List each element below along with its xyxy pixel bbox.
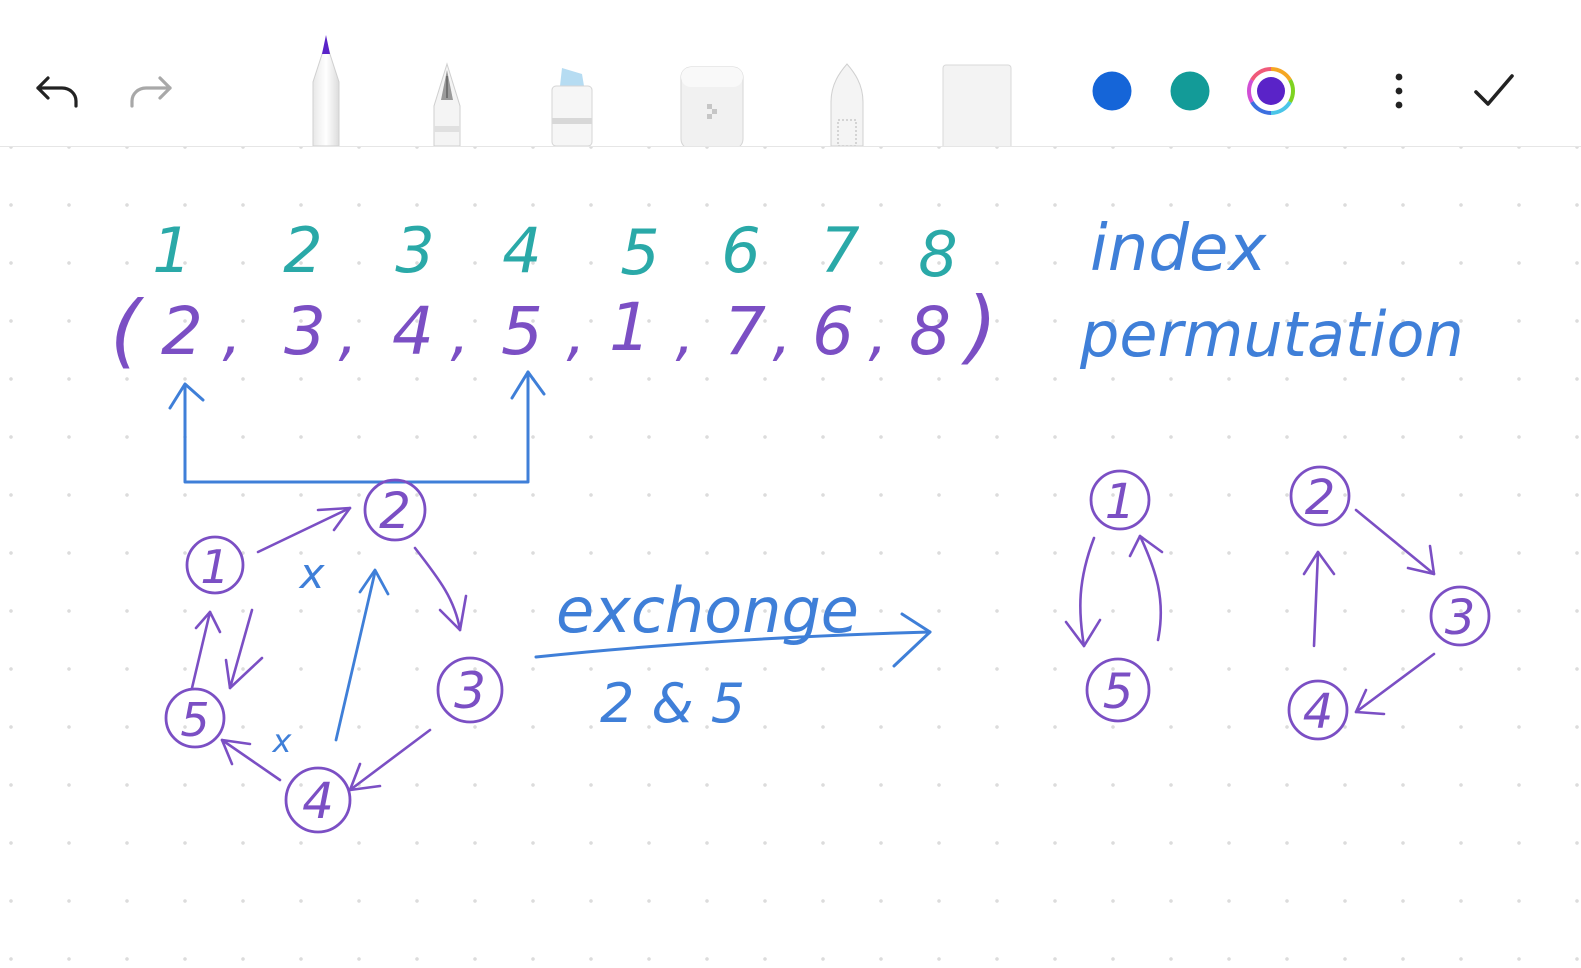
graph-node	[1089, 469, 1151, 531]
drawing-toolbar	[0, 0, 1581, 150]
perm-comma: ,	[450, 299, 469, 369]
more-vertical-icon	[1395, 73, 1403, 109]
index-number: 3	[395, 214, 434, 287]
index-number: 1	[152, 214, 191, 287]
more-options-button[interactable]	[1384, 68, 1414, 114]
cycle-cross-mark: x	[272, 722, 293, 760]
perm-value: 5	[501, 293, 543, 370]
perm-value: 6	[812, 293, 854, 370]
right-cycle-graph-a: 1 5	[1064, 469, 1164, 723]
perm-comma: ,	[222, 299, 241, 369]
pencil-tool[interactable]	[306, 30, 346, 147]
graph-node	[1289, 465, 1351, 527]
drawing-canvas[interactable]: 1 2 3 4 5 6 7 8 index ( 2 , 3 , 4 , 5 , …	[0, 147, 1581, 968]
index-number: 2	[283, 214, 322, 287]
index-label: index	[1090, 212, 1267, 286]
pencil-icon	[312, 35, 340, 147]
perm-value: 1	[609, 289, 651, 366]
marker-icon	[830, 63, 864, 147]
perm-value: 3	[284, 293, 326, 370]
undo-icon	[36, 76, 78, 108]
highlighter-icon	[551, 68, 593, 147]
index-number: 7	[820, 214, 859, 287]
perm-comma: ,	[675, 299, 694, 369]
graph-node	[1085, 657, 1151, 723]
perm-comma: ,	[338, 299, 357, 369]
node-label: 5	[1103, 664, 1134, 720]
left-cycle-graph: 1 2 3 4 5 x	[164, 478, 504, 834]
right-cycle-graph-b: 2 3 4	[1287, 465, 1491, 741]
node-label: 1	[200, 540, 229, 594]
node-label: 3	[454, 662, 486, 720]
graph-node	[1429, 585, 1491, 647]
graph-node	[363, 478, 427, 542]
color-swatch-teal[interactable]	[1168, 69, 1212, 113]
fountain-pen-icon	[433, 62, 461, 147]
index-number: 4	[502, 214, 541, 287]
perm-value: 2	[161, 293, 203, 370]
node-label: 2	[1305, 470, 1336, 526]
node-label: 4	[302, 772, 334, 830]
graph-node	[164, 687, 226, 749]
perm-open-paren: (	[110, 284, 145, 377]
graph-node	[284, 766, 352, 834]
perm-close-paren: )	[961, 280, 997, 373]
lasso-tool[interactable]	[940, 62, 1014, 150]
node-label: 2	[379, 482, 411, 540]
color-swatch-blue[interactable]	[1090, 69, 1134, 113]
color-picker-selected[interactable]	[1244, 64, 1298, 118]
perm-value: 8	[909, 293, 951, 370]
node-label: 1	[1105, 474, 1136, 530]
color-wheel-icon	[1247, 67, 1295, 115]
graph-node	[185, 535, 245, 595]
index-number: 5	[620, 216, 659, 289]
node-label: 5	[180, 693, 209, 747]
perm-comma: ,	[772, 299, 791, 369]
color-dot-icon	[1170, 71, 1210, 111]
eraser-tool[interactable]	[678, 64, 746, 150]
redo-button[interactable]	[126, 66, 178, 118]
perm-comma: ,	[868, 299, 887, 369]
cycle-cross-mark: x	[298, 549, 326, 598]
eraser-icon	[680, 66, 744, 150]
permutation-label: permutation	[1079, 298, 1464, 371]
exchange-label: exchonge	[556, 574, 859, 647]
swap-bracket-arrow	[168, 370, 546, 484]
perm-value: 7	[724, 293, 766, 370]
color-dot-icon	[1092, 71, 1132, 111]
perm-value: 4	[392, 293, 434, 370]
redo-icon	[130, 76, 172, 108]
done-button[interactable]	[1468, 68, 1520, 114]
graph-node	[436, 656, 504, 724]
index-number: 6	[721, 214, 760, 287]
checkmark-icon	[1474, 74, 1514, 106]
lasso-icon	[942, 64, 1012, 150]
highlighter-tool[interactable]	[544, 64, 600, 147]
perm-comma: ,	[566, 299, 585, 369]
fountain-pen-tool[interactable]	[428, 60, 466, 147]
graph-node	[1287, 679, 1349, 741]
node-label: 3	[1445, 590, 1476, 646]
exchange-pair: 2 & 5	[600, 672, 745, 735]
index-number: 8	[918, 218, 957, 291]
marker-tool[interactable]	[826, 62, 868, 147]
exchange-arrow	[534, 612, 932, 668]
node-label: 4	[1303, 684, 1334, 740]
undo-button[interactable]	[30, 66, 82, 118]
handwriting-layer: 1 2 3 4 5 6 7 8 index ( 2 , 3 , 4 , 5 , …	[110, 212, 1491, 834]
